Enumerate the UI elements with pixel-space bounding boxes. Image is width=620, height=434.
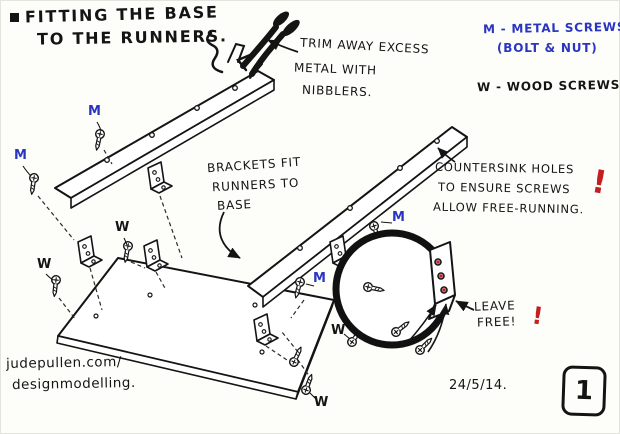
screw-metal-2 (26, 172, 40, 196)
marker-metal-4: M (313, 271, 327, 286)
annotation-arrows (22, 39, 475, 400)
brackets-note-arrow (218, 211, 241, 259)
marker-wood-1: W (115, 220, 131, 235)
page-number-box: 1 (561, 365, 607, 417)
bracket-3 (143, 239, 169, 272)
date-label: 24/5/14. (449, 378, 508, 393)
free-hole-dot (442, 288, 446, 292)
bullet-square-icon (10, 13, 19, 22)
legend-wood-screws: W - WOOD SCREWS (476, 77, 620, 95)
brackets-note-line-3: BASE (216, 197, 253, 213)
screw-metal-1 (91, 128, 106, 152)
marker-metal-2: M (14, 148, 28, 163)
nibbler-tool-sketch (206, 11, 300, 79)
countersink-arrow (437, 147, 456, 163)
detail-circle (332, 229, 456, 357)
page-title-line-2: TO THE RUNNERS. (36, 26, 228, 49)
website-line-2: designmodelling. (11, 374, 136, 394)
bracket-1 (147, 161, 173, 194)
page-number: 1 (574, 375, 594, 407)
legend-bolt-and-nut: (BOLT & NUT) (497, 41, 598, 55)
countersink-note-line-1: COUNTERSINK HOLES (434, 159, 575, 177)
countersink-note-line-3: ALLOW FREE-RUNNING. (432, 199, 585, 217)
legend-metal-screws: M - METAL SCREWS (482, 19, 620, 37)
trim-note-line-3: NIBBLERS. (301, 82, 373, 100)
website-line-1: judepullen.com/ (5, 353, 122, 373)
leave-free-arrow (455, 300, 475, 312)
trim-note-arrow (267, 39, 299, 53)
marker-metal-3: M (392, 210, 406, 225)
marker-wood-3: W (331, 323, 347, 338)
free-hole-dot (436, 260, 440, 264)
marker-metal-1: M (88, 104, 102, 119)
marker-wood-4: W (314, 395, 330, 410)
leave-free-line-2: FREE! (476, 314, 517, 330)
left-runner (54, 70, 275, 209)
bracket-2 (77, 235, 103, 268)
free-hole-dot (439, 274, 443, 278)
countersink-note-line-2: TO ENSURE SCREWS (437, 179, 571, 197)
marker-wood-2: W (37, 257, 53, 272)
leave-free-line-1: LEAVE (473, 298, 516, 314)
trim-note-line-2: METAL WITH (293, 60, 378, 78)
right-runner (247, 126, 468, 308)
